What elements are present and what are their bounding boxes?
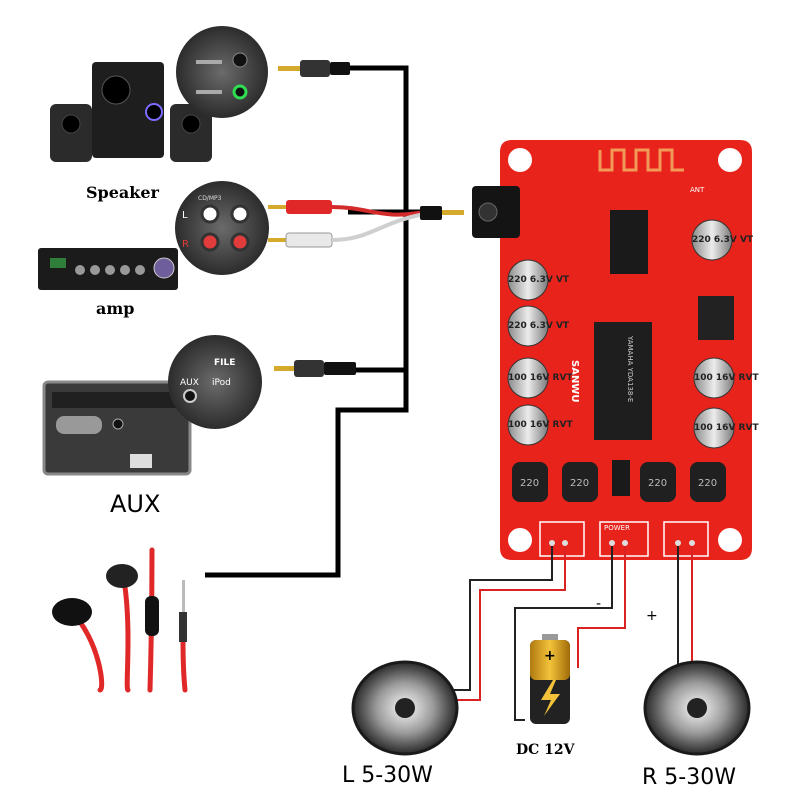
plus-label: +	[646, 608, 658, 624]
rca-cable	[268, 200, 426, 248]
rca-inset: L R CD/MP3	[175, 181, 269, 275]
battery-label: DC 12V	[516, 742, 576, 758]
aux-cable-top	[278, 60, 350, 77]
aux-label: AUX	[110, 490, 160, 518]
inductor-label-3: 220	[648, 478, 667, 489]
cap-label-7: 100 16V RVT	[694, 423, 759, 433]
cap-label-6: 100 16V RVT	[694, 373, 759, 383]
board-capacitors-left: 220 6.3V VT 220 6.3V VT 100 16V RVT 100 …	[507, 259, 573, 446]
black-bus-wires	[205, 65, 425, 578]
amplifier-board: ANT YAMAHA YDA138-E SANWU 220 6.3V VT 22…	[472, 140, 759, 560]
aux-plug-board	[420, 206, 464, 220]
cap-label-2: 220 6.3V VT	[508, 321, 570, 331]
inductor-label-4: 220	[698, 478, 717, 489]
aux-inset-file: FILE	[214, 358, 235, 368]
cap-label-4: 100 16V RVT	[508, 373, 573, 383]
aux-inset: FILE AUX iPod	[168, 335, 262, 429]
aux-inset-ipod: iPod	[212, 378, 231, 388]
board-ant-label: ANT	[690, 186, 705, 194]
rca-cd-label: CD/MP3	[198, 195, 222, 202]
board-power-label: POWER	[604, 524, 630, 532]
left-speaker	[351, 660, 459, 756]
minus-label: -	[596, 596, 601, 612]
board-brand: SANWU	[569, 360, 580, 402]
aux-inset-aux: AUX	[180, 378, 199, 388]
right-speaker	[643, 660, 751, 756]
cap-label-5: 100 16V RVT	[508, 420, 573, 430]
left-speaker-label: L 5-30W	[342, 763, 433, 788]
rca-r-label: R	[182, 239, 189, 250]
cap-label-1: 220 6.3V VT	[508, 275, 570, 285]
speaker-jack-inset	[176, 26, 268, 118]
amplifier	[38, 248, 178, 290]
right-speaker-label: R 5-30W	[642, 765, 736, 790]
speaker-label: Speaker	[86, 183, 160, 202]
amp-label: amp	[96, 299, 134, 318]
battery-plus-mark: +	[544, 648, 556, 664]
board-chip-label: YAMAHA YDA138-E	[626, 335, 634, 402]
earphones	[52, 547, 188, 693]
board-inductors: 220 220 220 220	[512, 462, 726, 502]
battery: +	[530, 634, 570, 724]
board-capacitors-right: 220 6.3V VT 100 16V RVT 100 16V RVT	[691, 219, 759, 449]
inductor-label-2: 220	[570, 478, 589, 489]
rca-l-label: L	[182, 210, 188, 221]
aux-device	[42, 380, 192, 476]
cap-label-3: 220 6.3V VT	[692, 235, 754, 245]
aux-cable-mid	[274, 360, 356, 377]
pc-speaker-system	[50, 62, 212, 162]
inductor-label-1: 220	[520, 478, 539, 489]
